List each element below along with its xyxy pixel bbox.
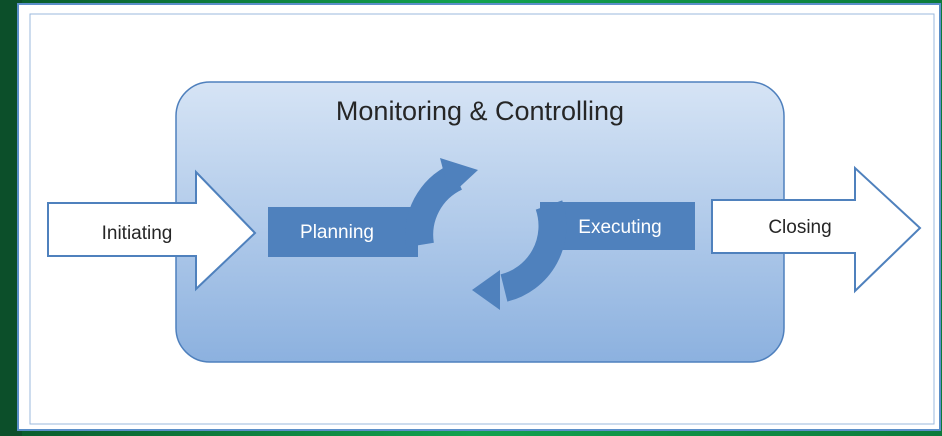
closing-arrow <box>711 165 922 294</box>
initiating-arrow <box>47 169 257 292</box>
monitoring-controlling-title: Monitoring & Controlling <box>336 96 624 126</box>
closing-label: Closing <box>768 217 831 238</box>
initiating-label: Initiating <box>102 223 173 244</box>
planning-label: Planning <box>300 222 374 243</box>
planning-bar <box>268 207 418 257</box>
diagram-inner-frame <box>29 13 935 425</box>
left-edge-shade <box>0 0 22 436</box>
executing-label: Executing <box>578 217 661 238</box>
cycle-arrows-icon <box>405 158 567 310</box>
